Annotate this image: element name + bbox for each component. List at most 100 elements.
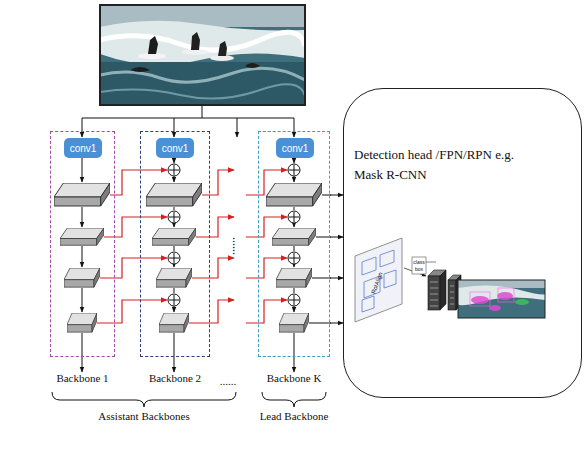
composite-connections (110, 170, 167, 195)
backbone-flow-wires (174, 246, 175, 251)
backbone-flow-wires (82, 158, 331, 372)
conv-box: conv1 (64, 138, 102, 158)
output-label: box (415, 267, 423, 272)
ellipsis: ...... (220, 376, 237, 387)
composite-connections (246, 217, 287, 237)
mask-rcnn-illustration (362, 296, 374, 312)
head-title: Detection head /FPN/RPN e.g. Mask R-CNN (354, 145, 519, 185)
output-photo (498, 288, 514, 302)
backbone-flow-wires (294, 288, 295, 293)
output-photo (471, 296, 489, 304)
sum-nodes (168, 164, 300, 306)
mask-rcnn-illustration (384, 270, 396, 288)
composite-connections (189, 300, 234, 323)
mask-rcnn-illustration (362, 257, 376, 275)
backbone-label: Backbone 1 (51, 372, 114, 384)
backbone-flow-wires (294, 176, 295, 182)
input-photo (100, 68, 305, 82)
conv-box: conv1 (156, 138, 194, 158)
output-frame (458, 280, 545, 318)
input-distribution-wires (82, 118, 83, 137)
backbone-label: Backbone K (259, 372, 329, 384)
feature-arrow (330, 323, 343, 324)
stage-blocks (67, 313, 97, 332)
backbone-flow-wires (294, 246, 295, 251)
stage-blocks (152, 228, 196, 245)
conv-label: conv1 (70, 143, 97, 154)
input-distribution-wires (237, 118, 238, 137)
output-label: class (413, 260, 424, 265)
backbone-flow-wires (174, 207, 175, 210)
mask-rcnn-illustration (428, 276, 440, 310)
mask-rcnn-illustration (430, 282, 438, 306)
input-photo (100, 5, 305, 105)
backbone-flow-wires (312, 278, 331, 279)
composite-connections (100, 258, 167, 278)
input-distribution-wires (202, 105, 203, 118)
stage-blocks (266, 183, 322, 206)
output-photo (497, 292, 513, 300)
input-distribution-wires (174, 118, 175, 137)
backbone-flow-wires (309, 323, 331, 324)
stage-blocks (54, 183, 322, 332)
output-photo (489, 305, 501, 311)
sum-nodes (169, 165, 299, 305)
mask-rcnn-illustration (426, 262, 436, 263)
stage-blocks (54, 183, 110, 206)
input-photo (100, 84, 305, 98)
feature-arrow (330, 237, 343, 238)
stage-blocks (279, 313, 309, 332)
input-distribution-wires (294, 118, 295, 137)
feature-arrow (330, 195, 343, 196)
stage-blocks (60, 228, 104, 245)
backbone-flow-wires (174, 223, 175, 227)
group-braces (52, 392, 236, 407)
output-photo (458, 285, 545, 305)
stage-blocks (64, 268, 100, 287)
mask-rcnn-illustration (380, 250, 394, 267)
input-photo (218, 41, 227, 56)
composite-connections (202, 170, 234, 195)
mask-rcnn-illustration (450, 286, 454, 304)
input-photo (100, 5, 305, 105)
backbone-group: Backbone 1conv1 (50, 131, 115, 357)
mask-rcnn-illustration (355, 238, 461, 322)
backbone-flow-wires (82, 288, 83, 312)
group-label: Lead Backbone (260, 411, 329, 422)
stage-blocks (159, 313, 189, 332)
input-distribution-wires (82, 118, 294, 119)
backbone-label: Backbone 2 (141, 372, 209, 384)
composite-connections (192, 258, 234, 278)
input-photo (148, 36, 158, 54)
mask-rcnn-illustration (412, 257, 426, 274)
backbone-flow-wires (82, 158, 83, 182)
backbone-flow-wires (174, 333, 175, 372)
input-photo (100, 32, 305, 50)
composite-connections (246, 170, 287, 195)
backbone-flow-wires (82, 207, 83, 227)
backbone-flow-wires (294, 306, 295, 312)
backbone-flow-wires (174, 288, 175, 293)
backbone-flow-wires (82, 246, 83, 267)
mask-rcnn-illustration (440, 270, 446, 310)
stage-blocks (272, 228, 316, 245)
output-photo (515, 299, 529, 305)
mask-rcnn-illustration (362, 250, 396, 312)
feature-arrow (330, 278, 343, 279)
conv-box: conv1 (276, 138, 314, 158)
output-photo (458, 280, 545, 318)
input-photo (100, 62, 305, 105)
ellipsis: ...... (231, 237, 243, 255)
detection-head-box: Detection head /FPN/RPN e.g. Mask R-CNN (343, 88, 582, 398)
input-photo (100, 21, 305, 65)
input-photo (130, 67, 150, 72)
photo-frame (100, 5, 305, 105)
stage-blocks (276, 268, 312, 287)
mask-rcnn-illustration (448, 280, 456, 310)
output-photo (470, 292, 490, 306)
mask-rcnn-illustration (355, 238, 402, 322)
composite-connections (196, 217, 234, 237)
backbone-flow-wires (294, 223, 295, 227)
